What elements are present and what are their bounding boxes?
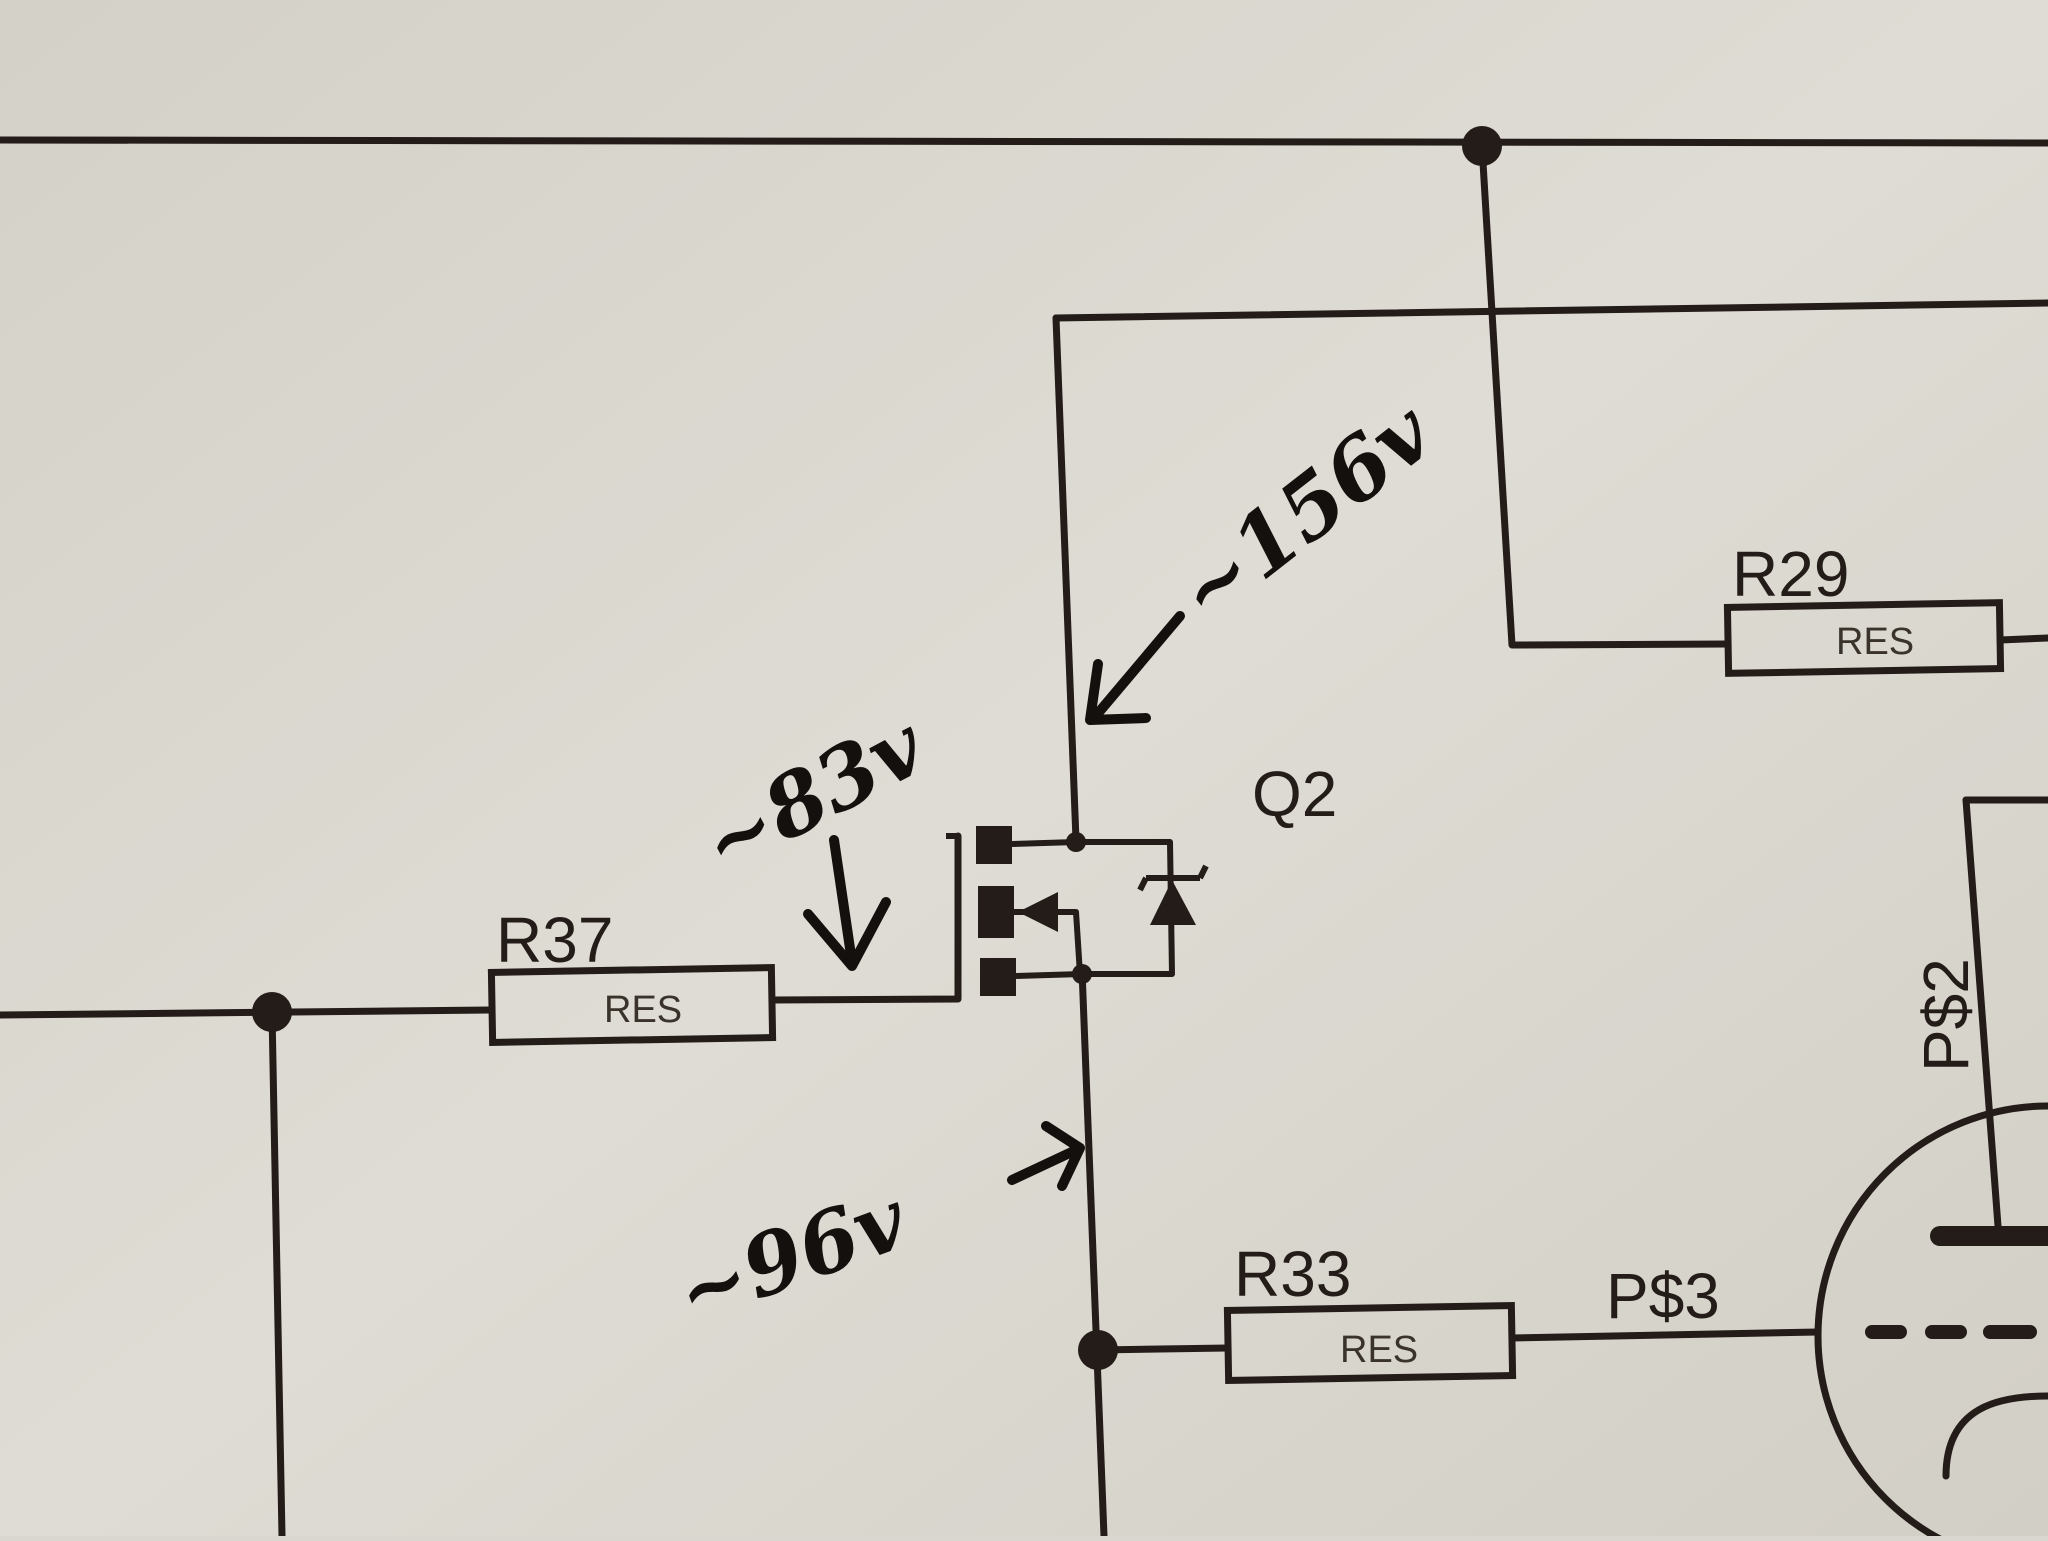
r37-ref: R37 <box>496 904 613 976</box>
tube-cathode <box>1942 1392 2048 1480</box>
r37-body <box>487 964 777 1046</box>
wire-second-rail <box>1052 299 2048 322</box>
r29-body <box>1723 599 2005 677</box>
wire-r29-right <box>1996 634 2048 644</box>
wire-ps2 <box>1962 796 2002 1230</box>
q2-diode-triangle <box>1150 880 1196 925</box>
wire-top-rail <box>0 136 2048 147</box>
junctions <box>252 126 1502 1370</box>
q2-ref: Q2 <box>1252 758 1337 830</box>
r33-body <box>1223 1301 1517 1385</box>
q2-source-dot <box>1072 964 1092 984</box>
q2-source-lead <box>1015 971 1083 979</box>
note-gate-arrow-head <box>803 897 891 971</box>
wire-q2-source <box>1078 966 1108 1540</box>
pin-ps3-label: P$3 <box>1606 1260 1720 1332</box>
resistor-r29: RES R29 <box>1723 538 2005 677</box>
q2-channel-top <box>976 826 1012 864</box>
junction-top <box>1462 126 1502 166</box>
r29-ref: R29 <box>1732 538 1849 610</box>
q2-channel-bottom <box>980 958 1016 996</box>
q2-channel-mid <box>978 886 1014 938</box>
note-source-arrow-head <box>1041 1121 1085 1191</box>
mosfet-q2: Q2 <box>946 758 1337 1000</box>
r37-value: RES <box>604 989 682 1031</box>
wire-left-vertical <box>268 1008 286 1540</box>
q2-diode-zener-tips <box>1137 864 1209 892</box>
r33-ref: R33 <box>1234 1238 1351 1310</box>
note-drain-arrow-shaft <box>1089 611 1185 723</box>
q2-drain-loop <box>1011 839 1175 977</box>
r29-value: RES <box>1836 621 1914 663</box>
wire-q2-drain <box>1052 314 1080 844</box>
pin-ps2-label: P$2 <box>1910 958 1982 1072</box>
resistor-r37: RES R37 <box>487 904 777 1046</box>
r33-value: RES <box>1340 1329 1418 1371</box>
vacuum-tube <box>1814 1102 2048 1541</box>
resistor-r33: RES R33 <box>1223 1238 1517 1385</box>
q2-gate-plate <box>946 833 961 1000</box>
junction-left <box>252 992 292 1032</box>
note-gate-arrow-shaft <box>829 835 857 967</box>
q2-arrow <box>1018 892 1058 932</box>
q2-drain-dot <box>1066 832 1086 852</box>
wires <box>0 136 2048 1540</box>
wire-left-input <box>0 1006 494 1019</box>
note-source-arrow-shaft <box>1007 1145 1081 1185</box>
junction-source <box>1078 1330 1118 1370</box>
tube-envelope <box>1814 1102 2048 1541</box>
wire-node-to-r33 <box>1094 1344 1232 1354</box>
wire-r33-to-tube <box>1508 1328 1822 1342</box>
note-drain-arrow-head <box>1085 659 1151 725</box>
